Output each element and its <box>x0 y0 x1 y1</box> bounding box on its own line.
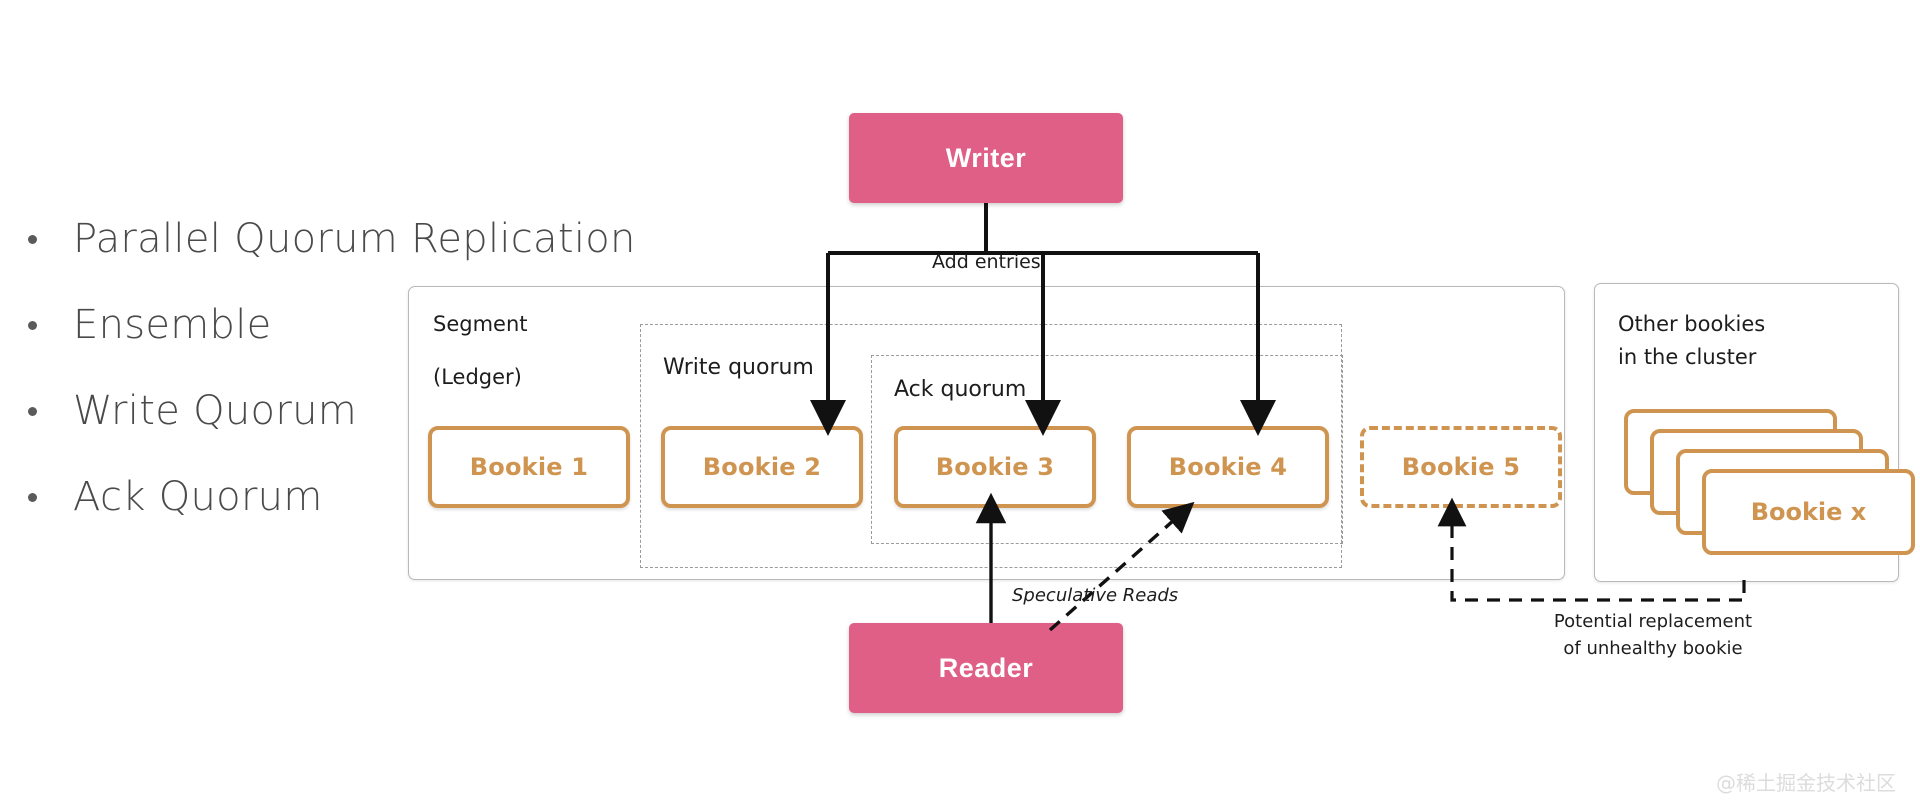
bookie-box-1[interactable]: Bookie 1 <box>428 426 630 508</box>
bookie-label: Bookie 2 <box>702 453 822 481</box>
write-quorum-label: Write quorum <box>663 355 814 380</box>
bookie-x-label: Bookie x <box>1750 498 1867 526</box>
writer-label: Writer <box>945 142 1027 173</box>
watermark: @稀土掘金技术社区 <box>1716 771 1896 795</box>
bullet-label: Ensemble <box>73 302 272 348</box>
bookie-label: Bookie 1 <box>469 453 589 481</box>
bullet-list: Parallel Quorum Replication Ensemble Wri… <box>14 196 654 540</box>
bookie-box-5[interactable]: Bookie 5 <box>1360 426 1562 508</box>
bullet-dot-icon <box>28 492 37 502</box>
list-item: Ack Quorum <box>14 454 654 540</box>
list-item: Parallel Quorum Replication <box>14 196 654 282</box>
bookie-box-3[interactable]: Bookie 3 <box>894 426 1096 508</box>
bookie-label: Bookie 3 <box>935 453 1055 481</box>
bookie-label: Bookie 5 <box>1401 453 1521 481</box>
bullet-dot-icon <box>28 234 37 244</box>
segment-subtitle: (Ledger) <box>433 365 522 389</box>
bookie-x-box[interactable]: Bookie x <box>1702 469 1915 555</box>
bookie-box-4[interactable]: Bookie 4 <box>1127 426 1329 508</box>
segment-title: Segment <box>433 312 528 336</box>
ack-quorum-label: Ack quorum <box>894 377 1027 402</box>
reader-node[interactable]: Reader <box>849 623 1123 713</box>
bookie-label: Bookie 4 <box>1168 453 1288 481</box>
bullet-label: Parallel Quorum Replication <box>73 216 636 262</box>
replacement-label: Potential replacement of unhealthy booki… <box>1553 611 1753 659</box>
bookie-box-2[interactable]: Bookie 2 <box>661 426 863 508</box>
speculative-reads-label: Speculative Reads <box>1012 585 1179 606</box>
bullet-label: Write Quorum <box>73 388 357 434</box>
list-item: Ensemble <box>14 282 654 368</box>
writer-node[interactable]: Writer <box>849 113 1123 203</box>
add-entries-label: Add entries <box>932 251 1041 273</box>
bullet-label: Ack Quorum <box>73 474 323 520</box>
bullet-dot-icon <box>28 320 37 330</box>
cluster-title: Other bookies in the cluster <box>1618 312 1766 369</box>
reader-label: Reader <box>938 652 1034 683</box>
bullet-dot-icon <box>28 406 37 416</box>
list-item: Write Quorum <box>14 368 654 454</box>
